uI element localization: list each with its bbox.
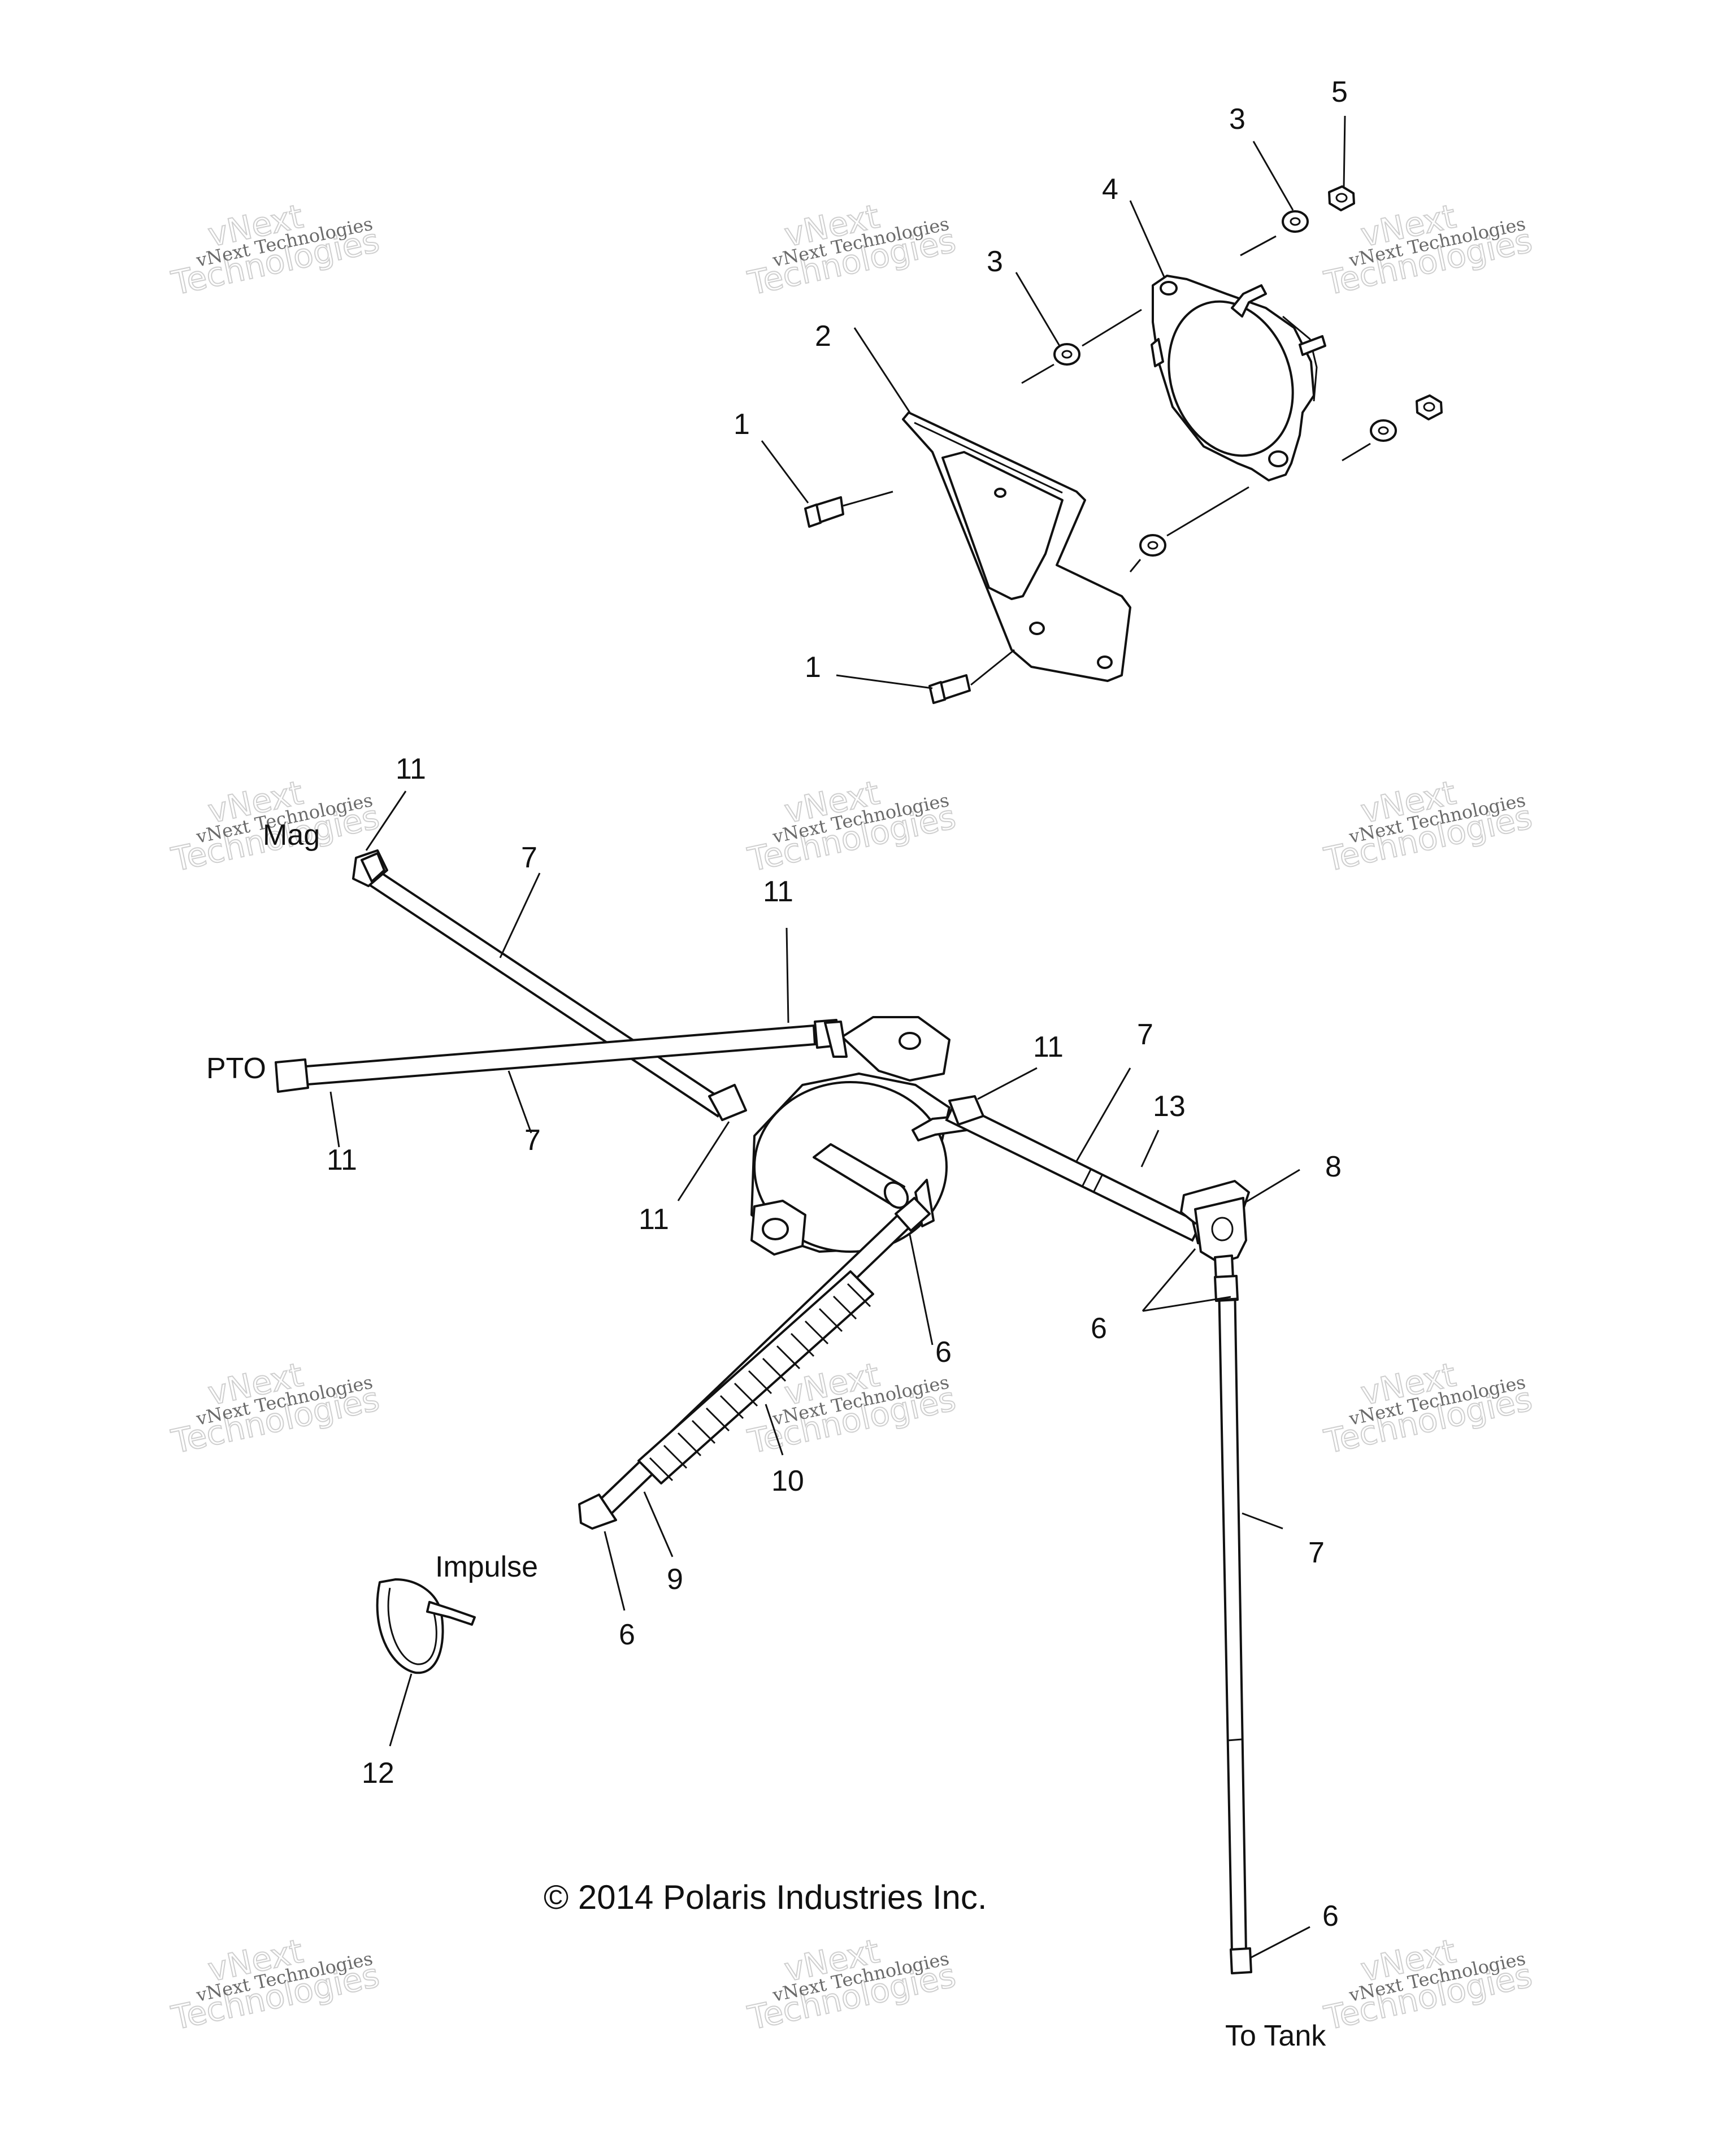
callout-1: 1 <box>805 651 821 684</box>
nut-top <box>1328 185 1355 211</box>
fuel-shutoff-valve <box>1180 1180 1250 1281</box>
mounting-bracket <box>902 411 1131 682</box>
hose-to-tank <box>1214 1275 1252 1974</box>
label-pto: PTO <box>206 1052 266 1085</box>
nut-right <box>1416 394 1443 420</box>
washer-right <box>1342 419 1397 462</box>
callout-9: 9 <box>667 1563 683 1596</box>
callout-5: 5 <box>1331 76 1348 108</box>
watermark: vNext Technologies vNext Technologies <box>1320 772 1536 879</box>
label-to-tank: To Tank <box>1225 2020 1326 2052</box>
watermark: vNext Technologies vNext Technologies <box>744 772 960 879</box>
watermark: vNext Technologies vNext Technologies <box>744 1931 960 2038</box>
callout-11: 11 <box>1033 1031 1064 1063</box>
fuel-pump-lower <box>708 1016 967 1256</box>
callout-3: 3 <box>987 245 1003 278</box>
watermark: vNext Technologies vNext Technologies <box>167 1931 383 2038</box>
callout-13: 13 <box>1153 1090 1186 1123</box>
callout-11: 11 <box>763 875 793 908</box>
callout-3: 3 <box>1229 103 1245 136</box>
washer-left <box>1021 309 1142 384</box>
callout-6: 6 <box>1091 1312 1107 1345</box>
watermark: vNext Technologies vNext Technologies <box>744 196 960 303</box>
watermark: vNext Technologies vNext Technologies <box>1320 1931 1536 2038</box>
callout-8: 8 <box>1325 1151 1342 1183</box>
bolt-upper <box>804 490 893 528</box>
label-impulse: Impulse <box>435 1551 538 1583</box>
callout-1: 1 <box>734 408 750 441</box>
callout-7: 7 <box>521 841 537 874</box>
callout-4: 4 <box>1102 173 1118 206</box>
bolt-lower <box>928 649 1015 704</box>
callout-10: 10 <box>771 1465 804 1497</box>
callout-11: 11 <box>639 1203 669 1236</box>
callout-11: 11 <box>327 1144 357 1176</box>
corrugated-sleeve <box>637 1270 874 1484</box>
hose-pto <box>275 1019 840 1093</box>
fuel-pump <box>1151 275 1326 481</box>
watermark: vNext Technologies vNext Technologies <box>167 196 383 303</box>
copyright-notice: © 2014 Polaris Industries Inc. <box>544 1878 987 1916</box>
callout-7: 7 <box>524 1124 541 1157</box>
washer-bottom <box>1129 486 1249 572</box>
washer-top <box>1240 210 1309 257</box>
label-mag: Mag <box>263 819 320 852</box>
watermark: vNext Technologies vNext Technologies <box>167 1354 383 1461</box>
callout-12: 12 <box>362 1757 394 1790</box>
callout-7: 7 <box>1308 1536 1325 1569</box>
callout-numbers: 1 1 2 3 3 4 5 11 7 11 11 7 11 11 7 13 8 … <box>327 76 1348 1933</box>
callout-11: 11 <box>396 753 426 785</box>
callout-2: 2 <box>815 320 831 353</box>
cable-tie <box>376 1578 476 1674</box>
callout-6: 6 <box>619 1618 635 1651</box>
leader-lines <box>329 115 1346 1959</box>
callout-6: 6 <box>935 1336 952 1369</box>
callout-7: 7 <box>1137 1018 1153 1051</box>
callout-6: 6 <box>1322 1900 1339 1933</box>
watermark: vNext Technologies vNext Technologies <box>1320 1354 1536 1461</box>
